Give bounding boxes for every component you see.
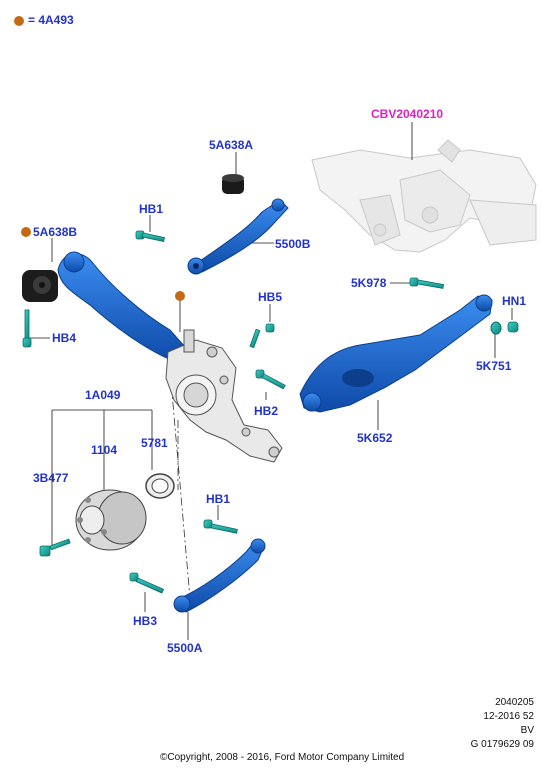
label-5k751[interactable]: 5K751 <box>476 359 512 373</box>
label-hb3[interactable]: HB3 <box>133 614 158 628</box>
lower-link-5500a[interactable] <box>173 538 266 613</box>
knuckle[interactable] <box>165 329 283 463</box>
label-hb4[interactable]: HB4 <box>52 331 77 345</box>
label-hb1-bottom[interactable]: HB1 <box>206 492 231 506</box>
copyright: ©Copyright, 2008 - 2016, Ford Motor Comp… <box>160 752 405 763</box>
bolt-hb4[interactable] <box>22 309 32 348</box>
bolt-3b477[interactable] <box>39 538 71 557</box>
leader-lines <box>28 122 513 640</box>
bolt-hb5[interactable] <box>249 323 275 349</box>
label-5k652[interactable]: 5K652 <box>357 431 393 445</box>
label-5781[interactable]: 5781 <box>141 436 168 450</box>
bolt-hb1-top[interactable] <box>135 230 165 242</box>
label-5a638b[interactable]: 5A638B <box>33 225 78 239</box>
bolt-hb3[interactable] <box>129 572 165 594</box>
nut-hn1[interactable] <box>507 321 519 333</box>
label-hn1[interactable]: HN1 <box>502 294 527 308</box>
label-hb1-top[interactable]: HB1 <box>139 202 164 216</box>
label-5a638a[interactable]: 5A638A <box>209 138 254 152</box>
meta-line-2: 12-2016 52 <box>483 711 534 722</box>
label-hb2[interactable]: HB2 <box>254 404 279 418</box>
label-5k978[interactable]: 5K978 <box>351 276 387 290</box>
marker-4a493-icon <box>175 291 185 301</box>
label-1a049[interactable]: 1A049 <box>85 388 121 402</box>
upper-link-5500b[interactable] <box>187 198 289 275</box>
label-cbv2040210[interactable]: CBV2040210 <box>371 107 444 121</box>
bushing-5a638a[interactable] <box>222 174 244 194</box>
ring-5781[interactable] <box>145 473 175 499</box>
bolt-hb2[interactable] <box>255 369 286 390</box>
legend-text: = 4A493 <box>28 13 74 27</box>
trailing-arm[interactable] <box>57 251 187 363</box>
bolt-5k978[interactable] <box>409 277 445 289</box>
label-3b477[interactable]: 3B477 <box>33 471 69 485</box>
axis-centerline <box>169 369 191 599</box>
marker-4a493-icon <box>21 227 31 237</box>
meta-line-1: 2040205 <box>495 697 534 708</box>
fasteners <box>22 230 519 594</box>
bushing-5a638b[interactable] <box>22 270 58 302</box>
label-1104[interactable]: 1104 <box>91 443 118 457</box>
label-5500a[interactable]: 5500A <box>167 641 203 655</box>
lower-arm-5k652[interactable] <box>299 294 493 413</box>
meta-line-3: BV <box>520 725 534 736</box>
meta-line-4: G 0179629 09 <box>470 739 534 750</box>
subframe-ghost <box>311 139 537 253</box>
legend-marker-icon <box>14 16 24 26</box>
label-hb5[interactable]: HB5 <box>258 290 283 304</box>
washer-5k751[interactable] <box>490 321 502 335</box>
hub-1104[interactable] <box>75 489 147 551</box>
bolt-hb1-bottom[interactable] <box>203 519 238 534</box>
label-5500b[interactable]: 5500B <box>275 237 311 251</box>
